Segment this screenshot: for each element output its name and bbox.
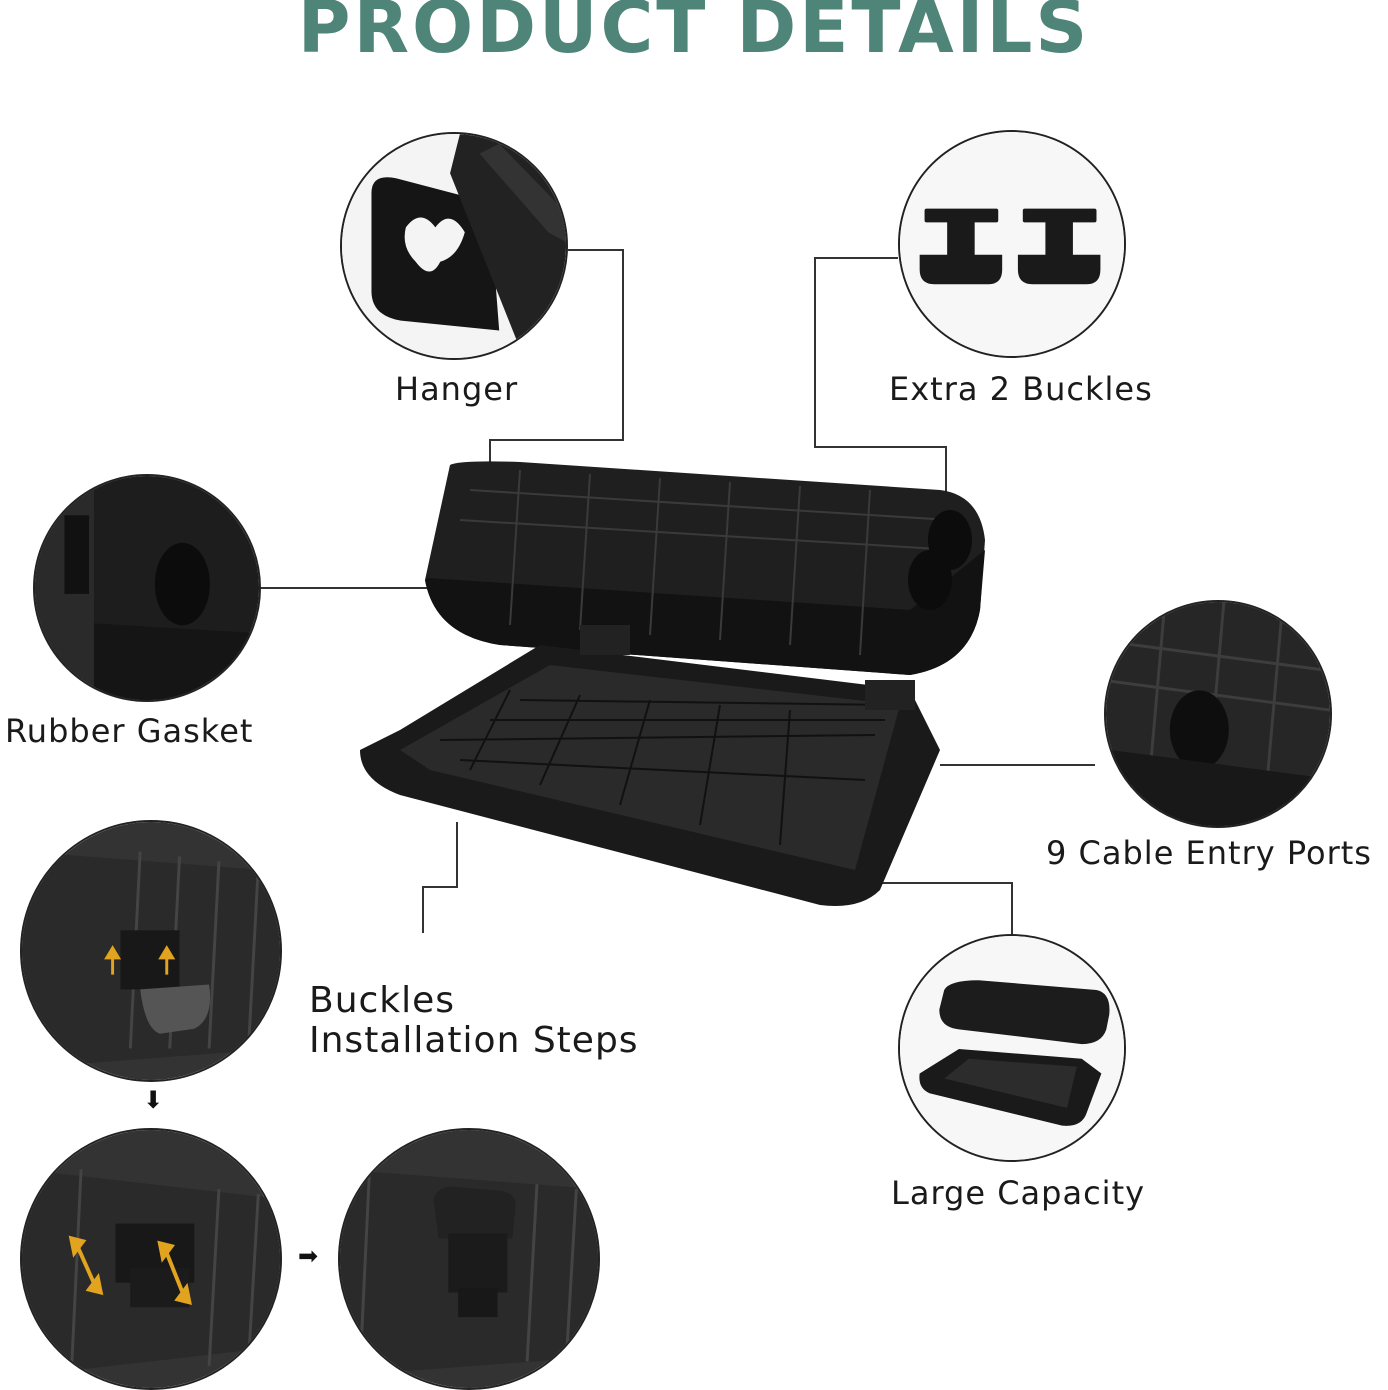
orange-arrow-icon	[104, 945, 176, 975]
large-capacity-label: Large Capacity	[891, 1174, 1146, 1212]
installation-step1-image	[20, 820, 282, 1082]
right-arrow-icon: ➡	[298, 1242, 319, 1270]
cable-ports-label: 9 Cable Entry Ports	[1046, 834, 1372, 872]
hanger-detail-image	[340, 132, 568, 360]
extra-buckles-detail-image	[898, 130, 1126, 358]
installation-title-line1: Buckles	[309, 980, 456, 1021]
page-title: PRODUCT DETAILS	[297, 0, 1091, 69]
large-capacity-detail-image	[898, 934, 1126, 1162]
hanger-leader	[489, 249, 624, 495]
junction-box-illustration	[360, 461, 985, 906]
hanger-label: Hanger	[395, 370, 519, 408]
installation-title-line2: Installation Steps	[309, 1020, 639, 1061]
down-arrow-icon: ⬇	[143, 1086, 164, 1114]
buckles-leader	[814, 257, 947, 510]
rubber-gasket-detail-image	[33, 474, 261, 702]
orange-arrow-icon	[68, 1235, 192, 1305]
installation-step2-image	[20, 1128, 282, 1390]
installation-leader	[422, 822, 458, 933]
capacity-leader	[875, 882, 1013, 936]
extra-buckles-label: Extra 2 Buckles	[889, 370, 1153, 408]
rubber-gasket-label: Rubber Gasket	[5, 712, 254, 750]
installation-step3-image	[338, 1128, 600, 1390]
cable-ports-detail-image	[1104, 600, 1332, 828]
